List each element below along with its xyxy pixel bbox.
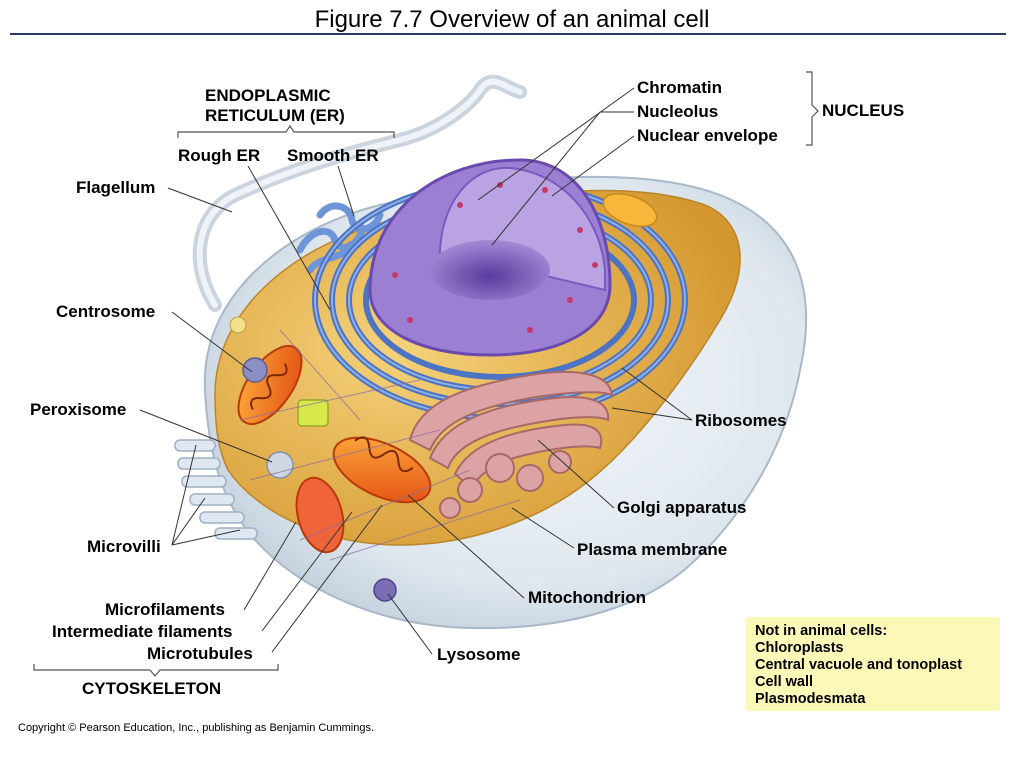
nuclear-envelope-label: Nuclear envelope (637, 126, 778, 145)
peroxisome-shape (266, 451, 294, 479)
mitochondrion-label: Mitochondrion (528, 588, 647, 607)
microfilaments-label: Microfilaments (105, 600, 225, 619)
smooth-er-shape (296, 202, 384, 274)
plasma-membrane-label: Plasma membrane (577, 540, 728, 559)
intermediate-filaments-label: Intermediate filaments (52, 622, 233, 641)
golgi-label: Golgi apparatus (617, 498, 747, 517)
note-item: Cell wall (755, 674, 814, 690)
note-item: Central vacuole and tonoplast (755, 657, 963, 673)
note-heading: Not in animal cells: (755, 623, 888, 639)
figure-title: Figure 7.7 Overview of an animal cell (314, 6, 710, 33)
centrosome-label: Centrosome (56, 302, 156, 321)
title-divider (10, 33, 1006, 35)
copyright-text: Copyright © Pearson Education, Inc., pub… (18, 722, 375, 734)
peroxisome-label: Peroxisome (30, 400, 127, 419)
er-heading-line1: ENDOPLASMIC (205, 86, 331, 105)
er-heading-line2: RETICULUM (ER) (205, 106, 345, 125)
not-in-animal-cells-note: Not in animal cells: Chloroplasts Centra… (746, 617, 1000, 711)
microtubules-label: Microtubules (147, 644, 253, 663)
note-item: Chloroplasts (755, 640, 844, 656)
cytoskeleton-fibers (239, 329, 521, 561)
cytoskeleton-label: CYTOSKELETON (82, 679, 222, 698)
ribosomes-label: Ribosomes (695, 411, 787, 430)
chromatin-label: Chromatin (637, 78, 722, 97)
lysosome-label: Lysosome (437, 645, 521, 664)
golgi-shape (408, 370, 614, 519)
centrosome-shape (297, 399, 329, 427)
orange-vesicle (602, 192, 658, 228)
note-item: Plasmodesmata (755, 691, 866, 707)
rough-er-label: Rough ER (178, 146, 261, 165)
leader-lines (139, 87, 693, 655)
nucleolus-label: Nucleolus (637, 102, 719, 121)
microvilli-label: Microvilli (87, 537, 161, 556)
lysosome-shape (373, 578, 397, 602)
nucleolus-shape (430, 240, 550, 300)
cytoskeleton-brace (33, 664, 279, 677)
mitochondrion-shapes (237, 345, 432, 554)
flagellum-label: Flagellum (76, 178, 156, 197)
nucleus-label: NUCLEUS (822, 101, 905, 120)
nucleus-brace (806, 71, 819, 146)
er-brace (177, 124, 395, 138)
smooth-er-label: Smooth ER (287, 146, 379, 165)
